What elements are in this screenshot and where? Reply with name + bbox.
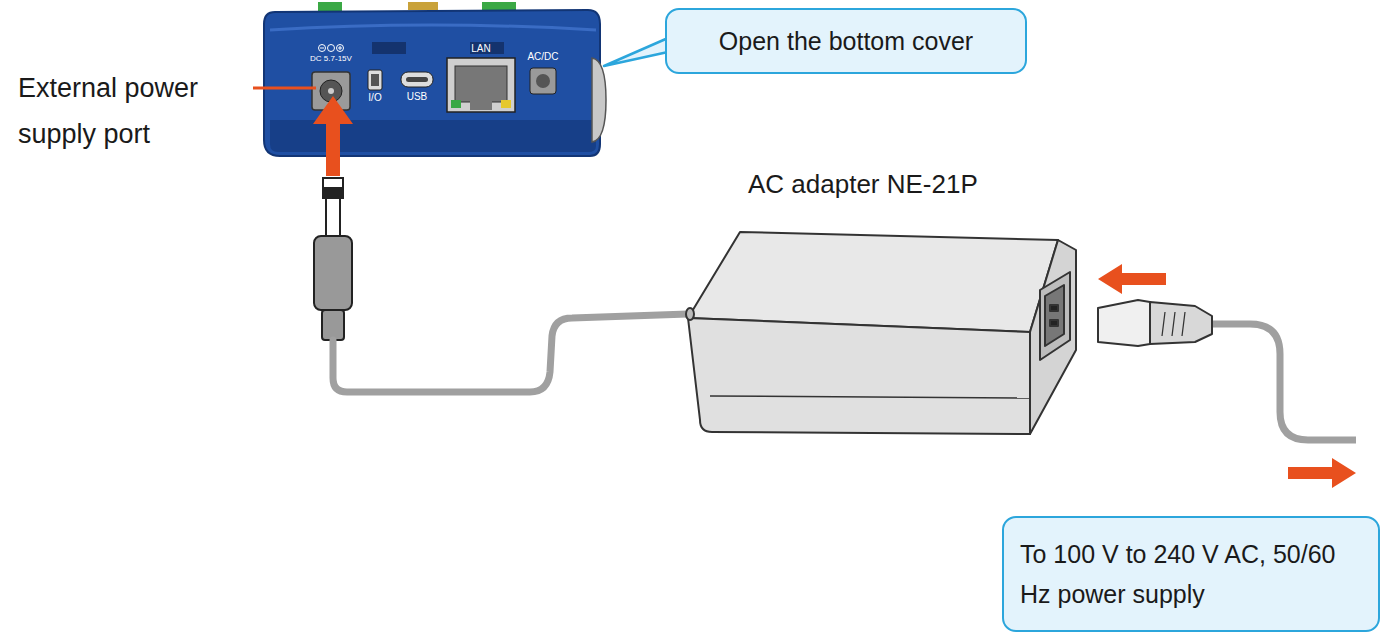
port-label: LAN xyxy=(464,44,498,54)
part-label: External power supply port xyxy=(18,66,253,158)
insert-arrow xyxy=(1098,264,1166,294)
device-body xyxy=(264,2,606,156)
port-label: AC/DC xyxy=(520,52,566,62)
ac-adapter xyxy=(686,232,1076,434)
direction-arrow xyxy=(1288,458,1356,488)
port-label: DC 5.7-15V xyxy=(303,55,359,63)
callout-text-group: Open the bottom cover xyxy=(719,21,973,61)
ac-cable xyxy=(1210,324,1356,440)
part-label: AC adapter NE-21P xyxy=(748,168,1068,202)
dc-cable xyxy=(333,314,688,392)
callout-text-group: To 100 V to 240 V AC, 50/60 Hz power sup… xyxy=(1020,534,1362,614)
callout-box: Open the bottom cover xyxy=(665,8,1027,74)
leader-line xyxy=(253,87,316,90)
callout-text: To 100 V to 240 V AC, 50/60 Hz power sup… xyxy=(1020,534,1362,614)
port-label: I/O xyxy=(362,93,388,103)
insert-arrow xyxy=(313,96,353,176)
callout-tail xyxy=(604,38,668,66)
ac-plug xyxy=(1098,300,1212,346)
port-label: USB xyxy=(400,92,434,102)
callout-box: To 100 V to 240 V AC, 50/60 Hz power sup… xyxy=(1002,516,1380,632)
dc-plug xyxy=(314,178,352,340)
callout-text: Open the bottom cover xyxy=(719,21,973,61)
